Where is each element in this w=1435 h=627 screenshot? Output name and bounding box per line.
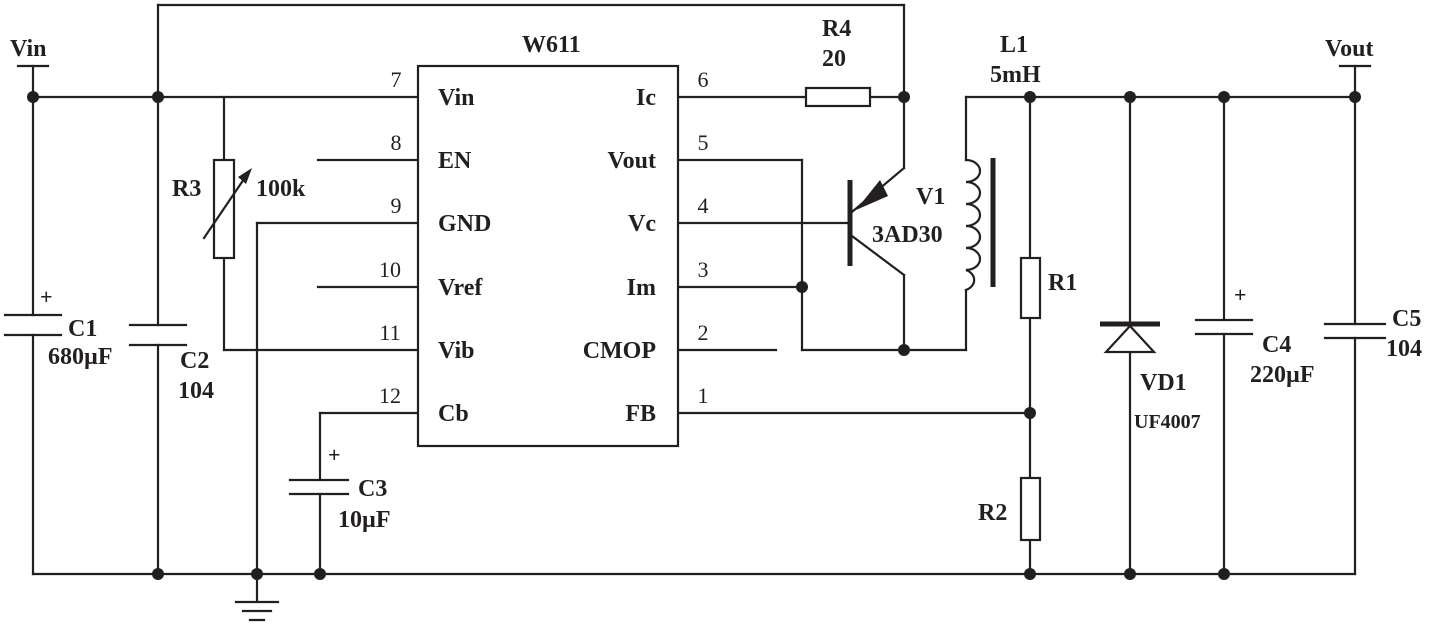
junction-dot <box>1024 568 1036 580</box>
vout-label: Vout <box>1325 36 1373 62</box>
pin-number: 4 <box>698 193 709 218</box>
pin-number: 3 <box>698 257 709 282</box>
capacitor-c1: + C1 680µF <box>3 284 113 370</box>
junction-dot <box>1024 91 1036 103</box>
junction-dot <box>314 568 326 580</box>
diode-vd1: VD1 UF4007 <box>1100 321 1201 433</box>
pin-name: Ic <box>636 85 656 111</box>
v1-ref: V1 <box>916 184 945 210</box>
ic-name: W611 <box>522 32 581 58</box>
wires <box>31 3 1357 602</box>
capacitor-c2: C2 104 <box>128 323 214 404</box>
pin-number: 5 <box>698 130 709 155</box>
pin-name: Vin <box>438 85 474 111</box>
vd1-ref: VD1 <box>1140 370 1187 396</box>
pin-name: FB <box>625 401 656 427</box>
pin-name: Vc <box>628 211 656 237</box>
pin-number: 1 <box>698 383 709 408</box>
c2-ref: C2 <box>180 348 209 374</box>
pin-name: CMOP <box>583 338 656 364</box>
resistor-r3: R3 100k <box>172 158 306 260</box>
resistor-r4: R4 20 <box>804 16 872 108</box>
c5-value: 104 <box>1386 336 1422 362</box>
ic-w611: W611 7 Vin 8 EN 9 GND 10 Vref 11 Vib 12 … <box>379 32 709 448</box>
r1-ref: R1 <box>1048 270 1077 296</box>
pin-name: Vref <box>438 275 483 301</box>
junction-dot <box>1024 407 1036 419</box>
vin-label: Vin <box>10 36 46 62</box>
capacitor-c5: C5 104 <box>1323 306 1422 362</box>
capacitor-c3: + C3 10µF <box>288 442 391 533</box>
pin-name: GND <box>438 211 491 237</box>
resistor-r2: R2 <box>978 476 1042 542</box>
vin-terminal: Vin <box>10 36 50 99</box>
junction-dot <box>898 344 910 356</box>
resistor-r1: R1 <box>1019 256 1077 320</box>
junction-dot <box>1124 568 1136 580</box>
pin-number: 2 <box>698 320 709 345</box>
pin-name: EN <box>438 148 472 174</box>
junction-dot <box>27 91 39 103</box>
c5-ref: C5 <box>1392 306 1421 332</box>
c4-value: 220µF <box>1250 362 1315 388</box>
pin-number: 10 <box>379 257 401 282</box>
r4-ref: R4 <box>822 16 851 42</box>
l1-ref: L1 <box>1000 32 1028 58</box>
ground-symbol <box>234 600 280 622</box>
pin-number: 12 <box>379 383 401 408</box>
junction-dot <box>898 91 910 103</box>
c3-value: 10µF <box>338 507 391 533</box>
pin-number: 6 <box>698 67 709 92</box>
pin-name: Vout <box>608 148 656 174</box>
c1-ref: C1 <box>68 316 97 342</box>
pin-name: Cb <box>438 401 469 427</box>
emitter-arrow-icon <box>856 180 888 210</box>
c2-value: 104 <box>178 378 214 404</box>
junction-dot <box>152 568 164 580</box>
c4-ref: C4 <box>1262 332 1291 358</box>
junction-dot <box>796 281 808 293</box>
polarity-mark: + <box>328 442 341 467</box>
r3-ref: R3 <box>172 176 201 202</box>
pin-number: 9 <box>391 193 402 218</box>
polarity-mark: + <box>1234 282 1247 307</box>
pin-number: 7 <box>391 67 402 92</box>
junction-dot <box>1218 568 1230 580</box>
r2-ref: R2 <box>978 500 1007 526</box>
r4-value: 20 <box>822 46 846 72</box>
pin-name: Im <box>627 275 656 301</box>
pin-name: Vib <box>438 338 474 364</box>
junction-dot <box>1349 91 1361 103</box>
junction-dot <box>152 91 164 103</box>
c1-value: 680µF <box>48 344 113 370</box>
polarity-mark: + <box>40 284 53 309</box>
pin-number: 11 <box>379 320 400 345</box>
junction-dot <box>251 568 263 580</box>
l1-value: 5mH <box>990 62 1041 88</box>
pin-number: 8 <box>391 130 402 155</box>
r3-value: 100k <box>256 176 306 202</box>
junction-dot <box>1218 91 1230 103</box>
v1-value: 3AD30 <box>872 222 943 248</box>
c3-ref: C3 <box>358 476 387 502</box>
junctions <box>27 91 1361 580</box>
vd1-value: UF4007 <box>1134 411 1201 433</box>
capacitor-c4: + C4 220µF <box>1194 282 1315 388</box>
inductor-l1: L1 5mH <box>964 32 1041 292</box>
junction-dot <box>1124 91 1136 103</box>
transistor-v1: V1 3AD30 <box>847 166 945 277</box>
vout-terminal: Vout <box>1325 36 1373 99</box>
